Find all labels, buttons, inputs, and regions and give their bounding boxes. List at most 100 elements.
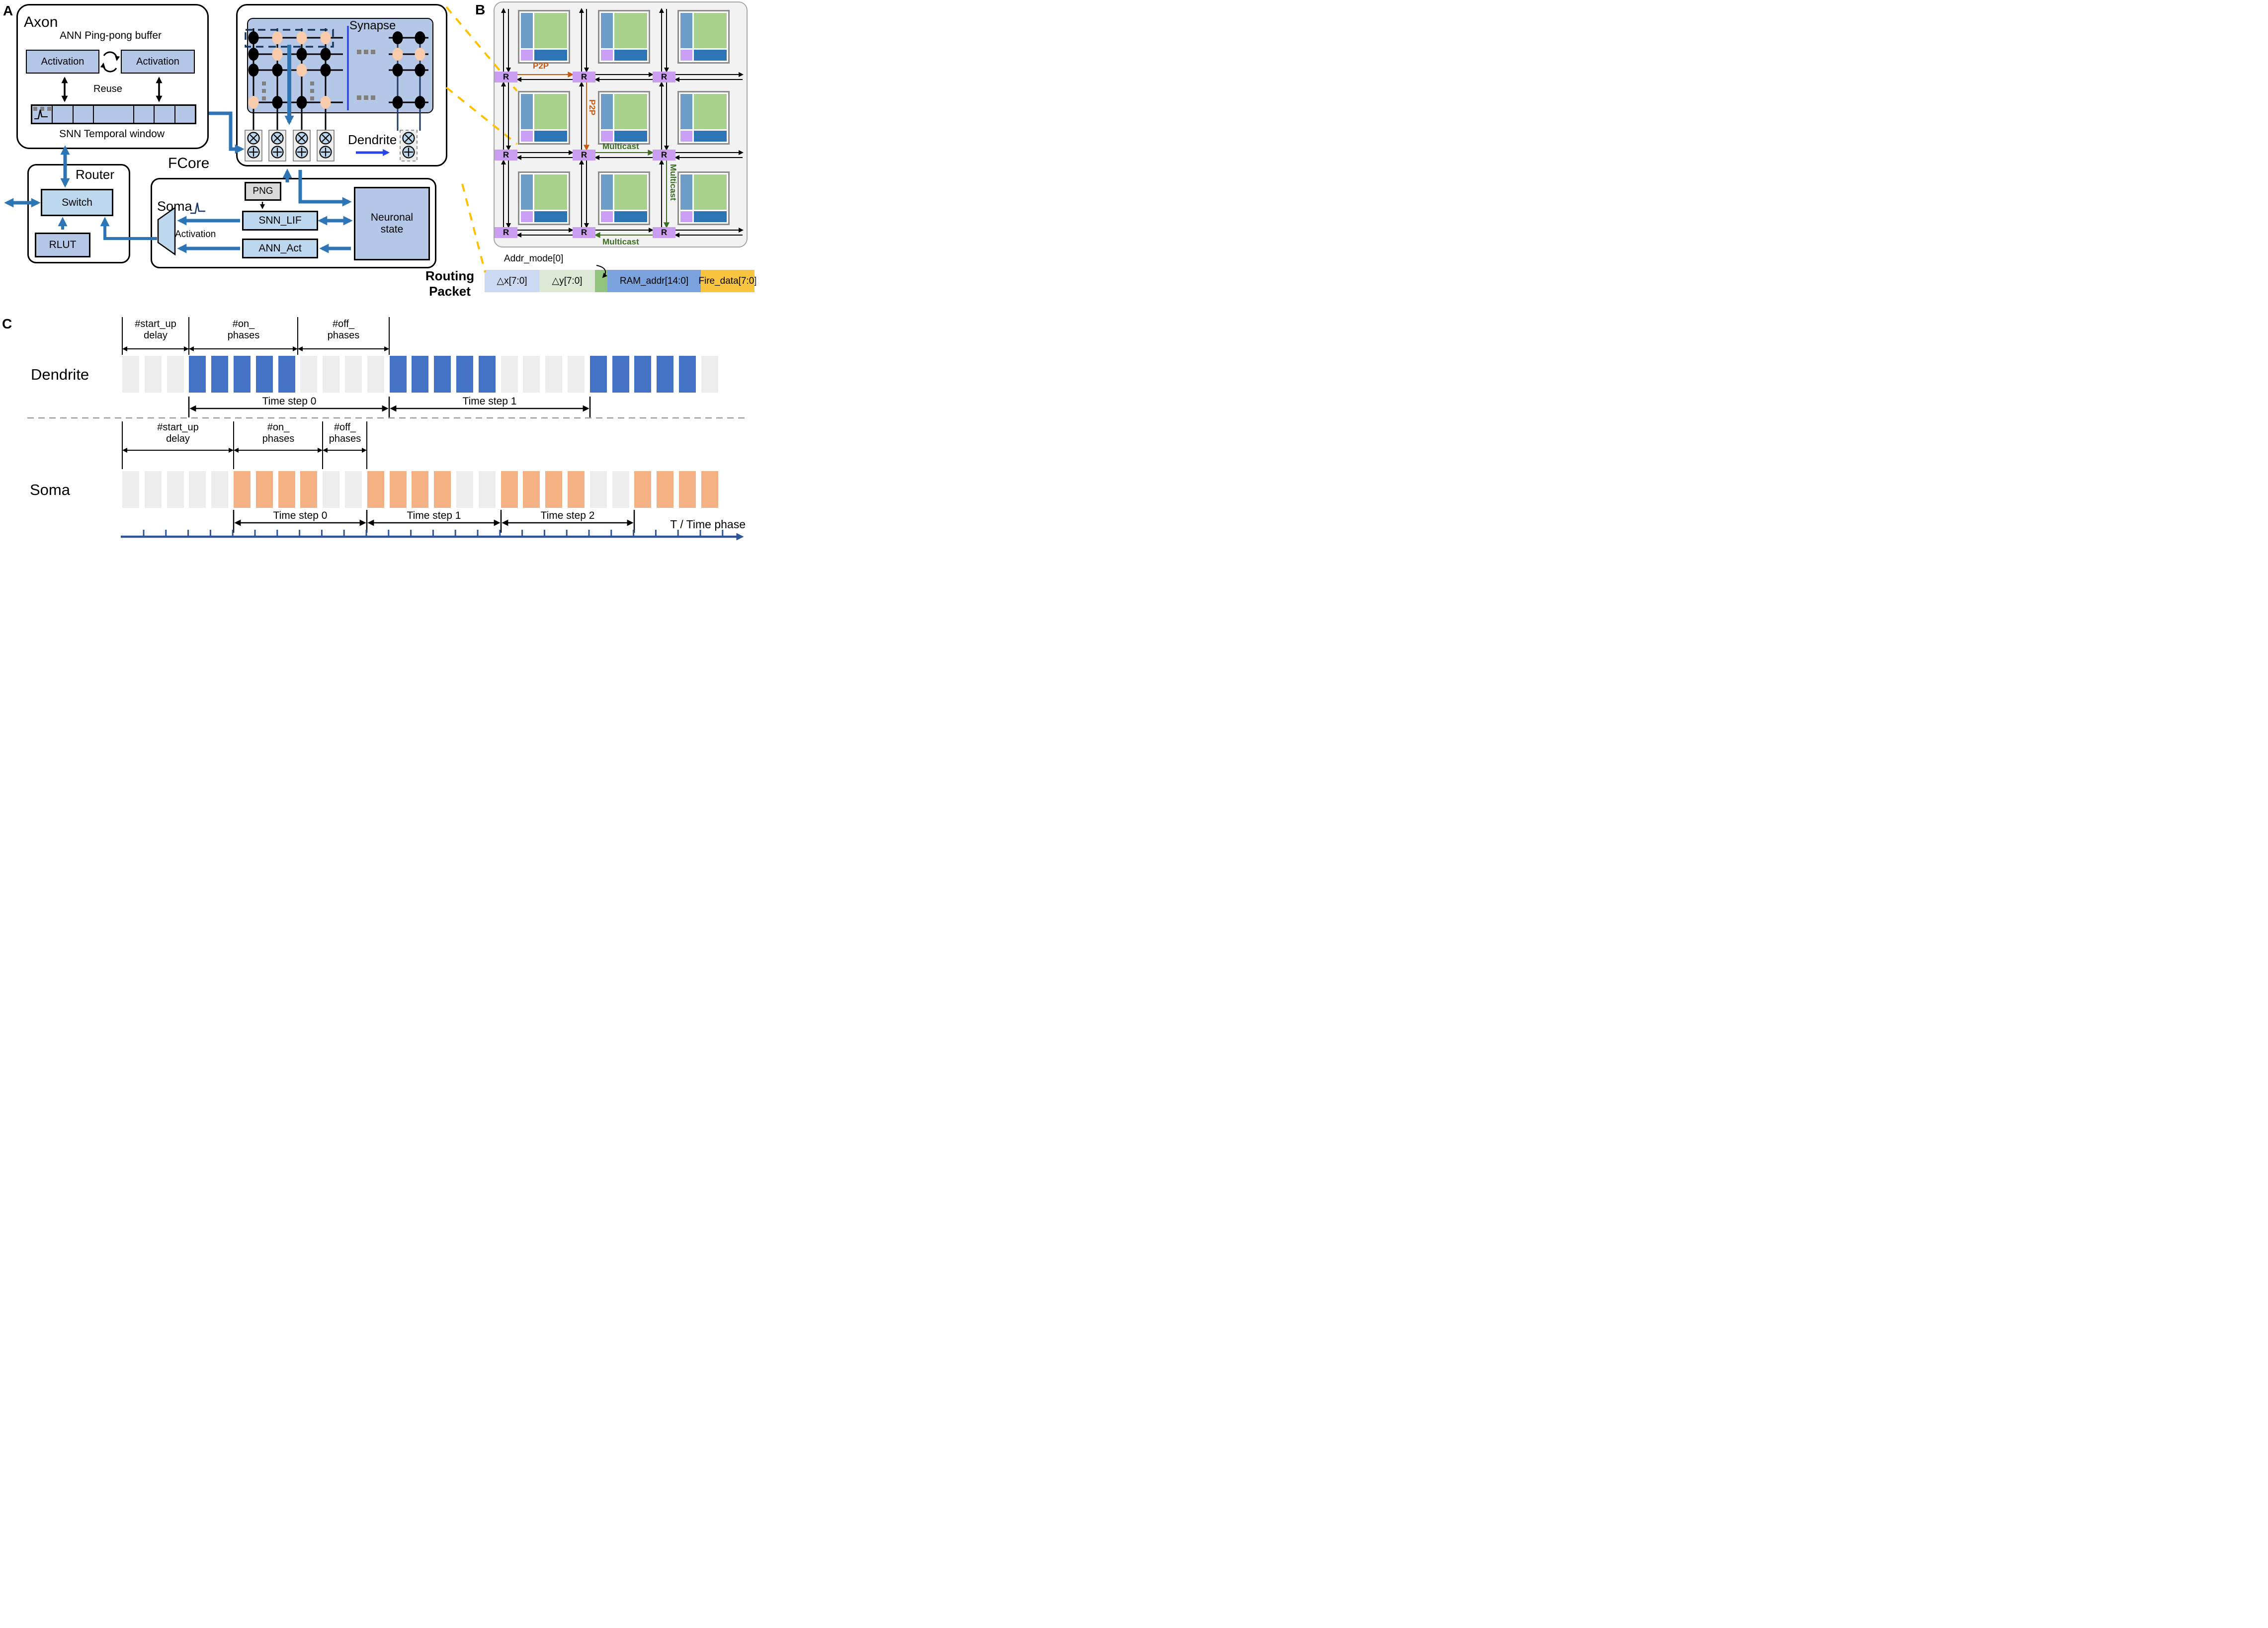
phase-bar-active <box>367 471 384 508</box>
soma-phase-bars <box>122 471 729 508</box>
synapse-box <box>247 18 433 113</box>
tile-axon-region <box>601 13 613 48</box>
core-tile <box>598 171 650 225</box>
activation-buffer-right: Activation <box>121 50 195 74</box>
phase-bar-active <box>412 356 429 393</box>
tile-router-region <box>601 50 613 61</box>
ann-act-box: ANN_Act <box>242 239 318 258</box>
axon-box <box>16 4 209 149</box>
soma-on-annotation: #on_phases <box>262 422 295 444</box>
phase-bar-idle <box>478 471 496 508</box>
multicast-bottom-label: Multicast <box>602 237 639 246</box>
phase-bar-idle <box>345 471 362 508</box>
core-tile <box>518 171 570 225</box>
phase-bar-active <box>589 356 607 393</box>
dendrite-row-label: Dendrite <box>31 366 89 383</box>
time-axis-label: T / Time phase <box>670 518 746 531</box>
routing-packet-title: Routing Packet <box>425 268 475 299</box>
tile-synapse-region <box>694 13 727 48</box>
multicast-horizontal-label: Multicast <box>602 142 639 151</box>
packet-field: Fire_data[7:0] <box>698 270 756 292</box>
phase-bar-idle <box>189 471 206 508</box>
spike-cell <box>32 106 53 123</box>
phase-bar-active <box>657 471 674 508</box>
spike-icon <box>34 109 48 119</box>
soma-off-annotation: #off_phases <box>329 422 361 444</box>
packet-field: △y[7:0] <box>539 270 595 292</box>
ellipsis-cell <box>33 106 134 123</box>
tile-synapse-region <box>534 13 567 48</box>
phase-bar-idle <box>323 471 340 508</box>
tile-router-region <box>521 211 533 222</box>
phase-bar-idle <box>122 471 139 508</box>
figure-page: A Axon ANN Ping-pong buffer Activation A… <box>0 0 756 543</box>
tile-synapse-region <box>614 94 647 129</box>
tile-synapse-region <box>534 94 567 129</box>
snn-lif-box: SNN_LIF <box>242 211 318 231</box>
phase-bar-idle <box>501 356 518 393</box>
phase-bar-idle <box>122 356 139 393</box>
multicast-vertical-label: Multicast <box>669 164 678 201</box>
phase-bar-idle <box>367 356 384 393</box>
phase-bar-idle <box>345 356 362 393</box>
phase-bar-active <box>456 356 473 393</box>
tile-router-region <box>521 50 533 61</box>
tile-axon-region <box>680 174 692 210</box>
phase-bar-idle <box>545 356 563 393</box>
phase-bar-idle <box>568 356 585 393</box>
phase-bar-active <box>189 356 206 393</box>
soma-timestep0-label: Time step 0 <box>273 510 328 521</box>
router-title: Router <box>76 167 115 182</box>
empty-cell <box>134 106 155 123</box>
router-node: R <box>495 72 517 82</box>
phase-bar-idle <box>211 471 229 508</box>
tile-soma-region <box>614 50 647 61</box>
core-tile <box>677 171 730 225</box>
reuse-label: Reuse <box>93 83 122 94</box>
phase-bar-active <box>679 471 696 508</box>
dendrite-label: Dendrite <box>348 132 397 147</box>
soma-title: Soma <box>157 199 192 214</box>
phase-bar-active <box>278 356 295 393</box>
tile-axon-region <box>680 94 692 129</box>
soma-row-label: Soma <box>30 481 70 498</box>
router-node: R <box>653 150 675 161</box>
phase-bar-active <box>612 356 629 393</box>
tile-router-region <box>680 211 692 222</box>
phase-bar-idle <box>167 356 184 393</box>
routing-packet-fields: △x[7:0]△y[7:0]RAM_addr[14:0]Fire_data[7:… <box>485 270 756 292</box>
router-node: R <box>573 72 595 82</box>
tile-synapse-region <box>534 174 567 210</box>
neuronal-state-box: Neuronal state <box>354 187 430 260</box>
phase-bar-active <box>389 471 407 508</box>
dendrite-phase-bars <box>122 356 729 393</box>
phase-bar-active <box>255 471 273 508</box>
tile-synapse-region <box>614 174 647 210</box>
phase-bar-idle <box>456 471 473 508</box>
router-node: R <box>653 72 675 82</box>
spike-cell <box>34 106 94 123</box>
tile-router-region <box>601 211 613 222</box>
tile-soma-region <box>534 211 567 222</box>
tile-soma-region <box>614 131 647 142</box>
phase-bar-active <box>300 471 318 508</box>
tile-axon-region <box>521 13 533 48</box>
phase-bar-active <box>568 471 585 508</box>
addr-mode-label: Addr_mode[0] <box>504 253 564 264</box>
tile-axon-region <box>521 174 533 210</box>
tile-axon-region <box>601 94 613 129</box>
phase-bar-active <box>234 356 251 393</box>
phase-bar-active <box>278 471 295 508</box>
phase-bar-idle <box>612 471 629 508</box>
phase-bar-active <box>657 356 674 393</box>
png-box: PNG <box>245 182 281 201</box>
phase-bar-active <box>501 471 518 508</box>
phase-bar-idle <box>589 471 607 508</box>
core-tile <box>518 10 570 64</box>
ann-pingpong-title: ANN Ping-pong buffer <box>59 30 162 41</box>
tile-soma-region <box>694 50 727 61</box>
tile-router-region <box>521 131 533 142</box>
panel-c-label: C <box>2 316 12 331</box>
axon-title: Axon <box>24 14 58 30</box>
